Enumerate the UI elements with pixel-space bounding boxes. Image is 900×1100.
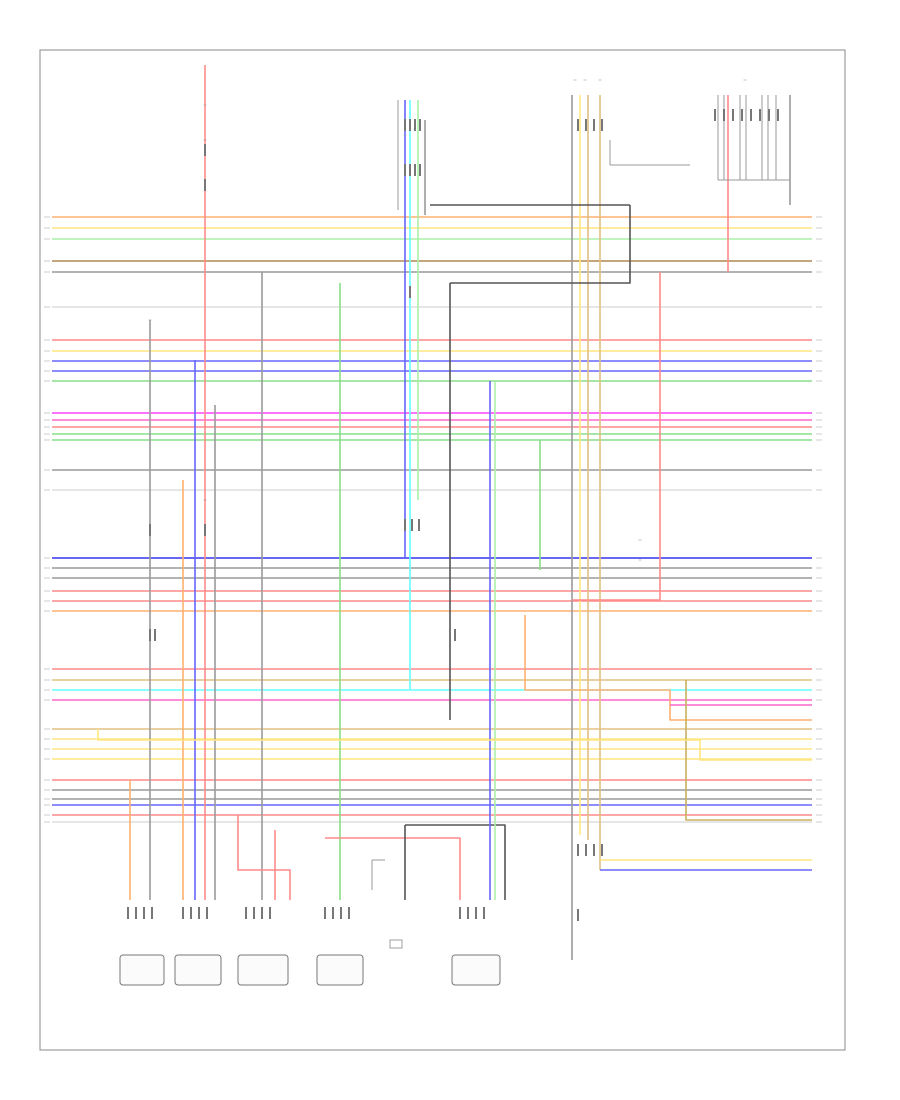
wire-line (237, 815, 291, 900)
wire-line (97, 729, 812, 761)
wire-line (325, 837, 461, 900)
module-box (451, 954, 501, 986)
wire-line (685, 680, 812, 821)
wires-layer (52, 65, 812, 960)
wire-line (572, 272, 661, 601)
module-box (237, 954, 289, 986)
module-box (119, 954, 165, 986)
labels-layer (44, 79, 822, 823)
wire-line (405, 824, 506, 900)
modules-layer (119, 907, 501, 986)
sensor-symbol (389, 939, 403, 949)
connectors-layer (149, 109, 779, 921)
wire-line (450, 205, 631, 284)
module-box (316, 954, 364, 986)
wire-line (524, 615, 812, 721)
module-box (174, 954, 222, 986)
diagram-border (39, 49, 846, 1051)
